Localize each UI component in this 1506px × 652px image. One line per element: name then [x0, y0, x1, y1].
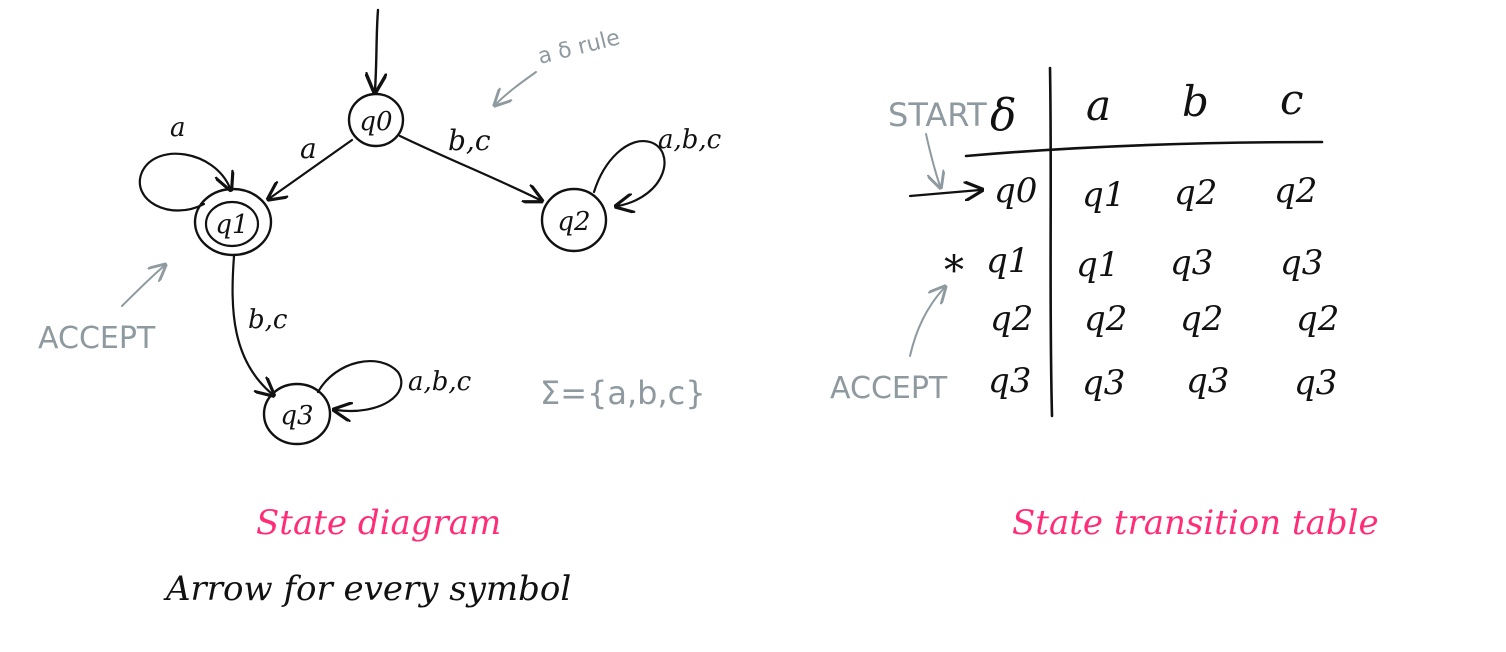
table-accept-star: * — [944, 248, 964, 294]
delta-rule-note: a δ rule — [535, 25, 622, 69]
table-row-q1-state: q1 — [986, 241, 1029, 281]
table-row-q0-state: q0 — [994, 171, 1037, 211]
state-q3: q3 — [262, 382, 332, 446]
table-cell-q1-b: q3 — [1170, 243, 1213, 283]
edge-q1-loop — [138, 152, 230, 212]
accept-note-diagram: ACCEPT — [38, 321, 156, 356]
edge-q1-loop-label: a — [170, 113, 186, 143]
table-accept-arrow — [909, 288, 944, 357]
edge-q0-q1-label: a — [300, 132, 317, 165]
table-cell-q1-a: q1 — [1076, 245, 1119, 285]
state-q0: q0 — [347, 92, 405, 148]
state-q2-label: q2 — [557, 207, 590, 237]
state-diagram: q0 q1 q2 q3 a b,c a a,b,c — [38, 8, 722, 609]
edge-q3-loop — [316, 359, 403, 411]
state-q2: q2 — [540, 187, 608, 253]
transition-table-caption: State transition table — [1012, 503, 1379, 543]
table-cell-q3-c: q3 — [1294, 363, 1337, 403]
table-cell-q2-b: q2 — [1180, 299, 1223, 339]
edge-q0-q2 — [398, 134, 540, 200]
start-arrow — [375, 8, 378, 90]
table-start-arrow — [908, 190, 980, 196]
table-accept-note: ACCEPT — [830, 371, 948, 406]
table-header-b: b — [1182, 77, 1209, 126]
table-cell-q0-a: q1 — [1082, 175, 1125, 215]
table-horizontal-rule — [964, 140, 1324, 158]
table-row-q3-state: q3 — [988, 361, 1031, 401]
table-cell-q3-a: q3 — [1082, 363, 1125, 403]
table-cell-q0-b: q2 — [1174, 173, 1217, 213]
edge-q3-loop-label: a,b,c — [408, 367, 472, 397]
table-vertical-rule — [1048, 66, 1054, 418]
table-cell-q1-c: q3 — [1280, 243, 1323, 283]
table-cell-q2-c: q2 — [1296, 299, 1339, 339]
state-q0-label: q0 — [359, 107, 392, 137]
edge-q2-loop-label: a,b,c — [658, 125, 722, 155]
table-row-q2-state: q2 — [990, 299, 1033, 339]
table-header-c: c — [1280, 75, 1304, 124]
edge-q0-q1 — [270, 138, 354, 198]
table-cell-q2-a: q2 — [1084, 299, 1127, 339]
state-q1: q1 — [193, 187, 273, 257]
table-start-note-arrow — [925, 133, 940, 186]
table-start-note: START — [888, 96, 987, 134]
table-cell-q3-b: q3 — [1186, 361, 1229, 401]
state-diagram-subcaption: Arrow for every symbol — [163, 569, 571, 609]
table-cell-q0-c: q2 — [1274, 171, 1317, 211]
edge-q1-q3-label: b,c — [248, 305, 288, 335]
edge-q0-q2-label: b,c — [448, 124, 491, 157]
delta-rule-arrow — [496, 71, 537, 104]
transition-table: δ a b c q0 q1 q2 q2 q1 q1 q3 q3 q2 q2 q2… — [830, 66, 1379, 543]
edge-q2-loop — [592, 139, 666, 206]
state-q1-label: q1 — [215, 210, 248, 240]
state-diagram-caption: State diagram — [256, 503, 501, 543]
table-header-delta: δ — [990, 90, 1017, 141]
table-header-a: a — [1086, 81, 1111, 130]
edge-q1-q3 — [231, 254, 272, 394]
accept-arrow-diagram — [121, 266, 164, 307]
state-q3-label: q3 — [280, 401, 313, 431]
alphabet-note: Σ={a,b,c} — [540, 374, 706, 412]
